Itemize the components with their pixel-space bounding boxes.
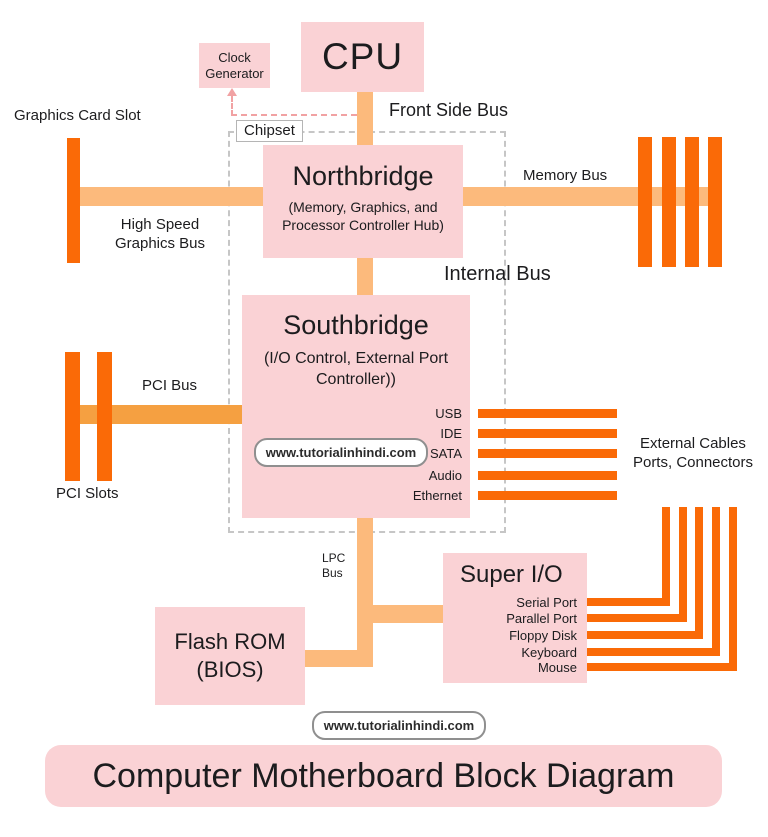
clock-connector-vertical (231, 96, 233, 116)
lpc-bus-line (357, 517, 373, 667)
watermark-badge: www.tutorialinhindi.com (254, 438, 428, 467)
super-io-port-line (729, 507, 737, 671)
flash-rom-box: Flash ROM (BIOS) (155, 607, 305, 705)
super-io-port-line (587, 631, 703, 639)
pci-bus-label: PCI Bus (142, 377, 198, 394)
memory-slot-bar (662, 137, 676, 267)
super-io-port-label: Keyboard (521, 645, 577, 660)
front-side-bus-line (357, 91, 373, 147)
internal-bus-label: Internal Bus (444, 263, 551, 285)
memory-slot-bar (708, 137, 722, 267)
external-port-bar (478, 449, 617, 458)
super-io-title: Super I/O (460, 561, 563, 588)
pci-slot-bar (65, 352, 80, 481)
northbridge-title: Northbridge (292, 161, 434, 191)
high-speed-graphics-bus-line (72, 187, 263, 206)
southbridge-box: Southbridge (I/O Control, External Port … (242, 295, 470, 518)
super-io-port-line (712, 507, 720, 656)
clock-connector-horizontal (231, 114, 357, 116)
flash-rom-label: Flash ROM (BIOS) (174, 629, 286, 682)
southbridge-subtitle: (I/O Control, External Port Controller)) (263, 350, 449, 388)
graphics-card-slot-bar (67, 138, 80, 263)
super-io-port-label: Mouse (537, 660, 577, 675)
memory-slot-bar (685, 137, 699, 267)
super-io-port-line (695, 507, 703, 639)
super-io-port-line (587, 614, 687, 622)
clock-generator-label: Clock Generator (205, 49, 264, 81)
lpc-flashrom-branch-line (300, 650, 373, 667)
southbridge-port-label: Audio (428, 468, 462, 483)
lpc-superio-branch-line (373, 605, 443, 623)
graphics-card-slot-label: Graphics Card Slot (14, 107, 141, 124)
pci-bus-line (70, 405, 242, 424)
cpu-box: CPU (301, 22, 424, 92)
super-io-port-line (662, 507, 670, 606)
clock-generator-box: Clock Generator (199, 43, 270, 88)
northbridge-subtitle: (Memory, Graphics, and Processor Control… (282, 199, 444, 233)
super-io-port-label: Serial Port (516, 595, 577, 610)
memory-slot-bar (638, 137, 652, 267)
chipset-label: Chipset (236, 120, 303, 142)
super-io-port-line (679, 507, 687, 622)
northbridge-box: Northbridge (Memory, Graphics, and Proce… (263, 145, 463, 258)
super-io-port-label: Parallel Port (506, 611, 577, 626)
super-io-port-line (587, 663, 737, 671)
southbridge-port-label: SATA (429, 446, 462, 461)
pci-slots-label: PCI Slots (56, 485, 119, 502)
super-io-port-line (587, 648, 720, 656)
super-io-port-line (587, 598, 670, 606)
internal-bus-line (357, 257, 373, 297)
super-io-box: Super I/O (443, 553, 587, 683)
cpu-label: CPU (321, 36, 404, 77)
memory-bus-label: Memory Bus (523, 167, 608, 184)
southbridge-port-label: Ethernet (412, 488, 462, 503)
super-io-port-label: Floppy Disk (509, 628, 577, 643)
external-cables-label: External Cables Ports, Connectors (632, 435, 754, 471)
external-port-bar (478, 409, 617, 418)
external-port-bar (478, 429, 617, 438)
diagram-title: Computer Motherboard Block Diagram (45, 745, 722, 807)
memory-bus-line (463, 187, 716, 206)
external-port-bar (478, 491, 617, 500)
southbridge-port-label: USB (435, 406, 462, 421)
external-port-bar (478, 471, 617, 480)
front-side-bus-label: Front Side Bus (389, 100, 509, 120)
clock-arrow-icon (227, 88, 237, 96)
pci-slot-bar (97, 352, 112, 481)
lpc-bus-label: LPC Bus (322, 551, 346, 580)
high-speed-graphics-bus-label: High Speed Graphics Bus (114, 216, 206, 252)
watermark-badge: www.tutorialinhindi.com (312, 711, 486, 740)
southbridge-port-label: IDE (440, 426, 462, 441)
southbridge-title: Southbridge (283, 310, 429, 340)
